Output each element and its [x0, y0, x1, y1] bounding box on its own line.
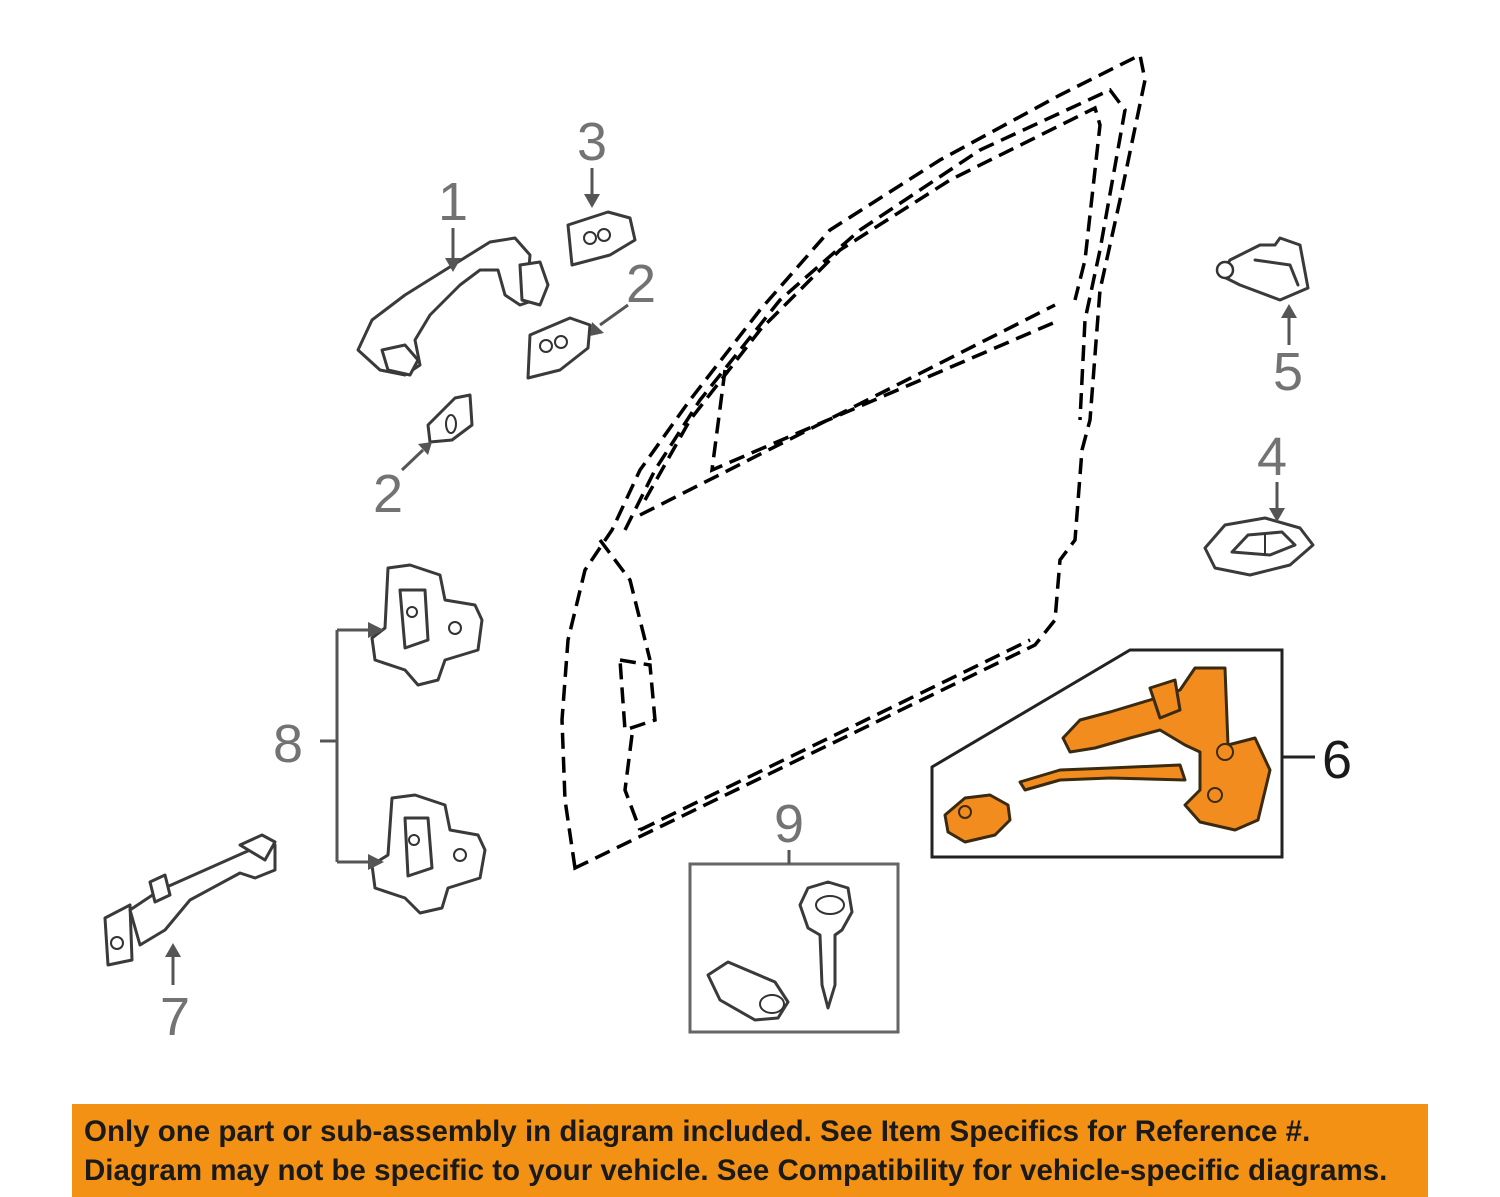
callout-8: 8: [273, 714, 303, 774]
door-check-icon: [103, 833, 277, 967]
door-hinge-upper-icon: [370, 563, 484, 687]
callout-5: 5: [1273, 342, 1303, 402]
callout-4: 4: [1257, 427, 1287, 487]
disclaimer-line-1: Only one part or sub-assembly in diagram…: [84, 1115, 1311, 1148]
lock-cylinder-icon: [706, 960, 790, 1022]
disclaimer-line-2: Diagram may not be specific to your vehi…: [84, 1154, 1388, 1187]
door-hinge-lower-icon: [370, 793, 487, 915]
outside-handle-icon: [356, 236, 550, 377]
callout-1: 1: [438, 172, 468, 232]
inside-handle-icon: [1203, 516, 1315, 577]
hinge-bracket-icon: [1215, 236, 1310, 302]
callout-2-lower: 2: [373, 464, 403, 524]
callout-6: 6: [1322, 730, 1352, 790]
door-latch-icon: [943, 666, 1272, 844]
handle-cap-icon: [566, 210, 637, 267]
small-pad-icon: [426, 393, 474, 444]
key-icon: [798, 880, 854, 1010]
callout-7: 7: [160, 987, 190, 1047]
part-9-box: [688, 862, 900, 1034]
handle-pad-icon: [526, 316, 592, 380]
callout-9: 9: [774, 794, 804, 854]
parts-diagram: 1 3 2 2 5 4: [103, 52, 1352, 1047]
callout-3: 3: [577, 112, 607, 172]
callout-2-upper: 2: [626, 254, 656, 314]
disclaimer-banner: Only one part or sub-assembly in diagram…: [72, 1104, 1428, 1197]
door-outline: [560, 52, 1147, 871]
part-6-box: [930, 648, 1284, 859]
